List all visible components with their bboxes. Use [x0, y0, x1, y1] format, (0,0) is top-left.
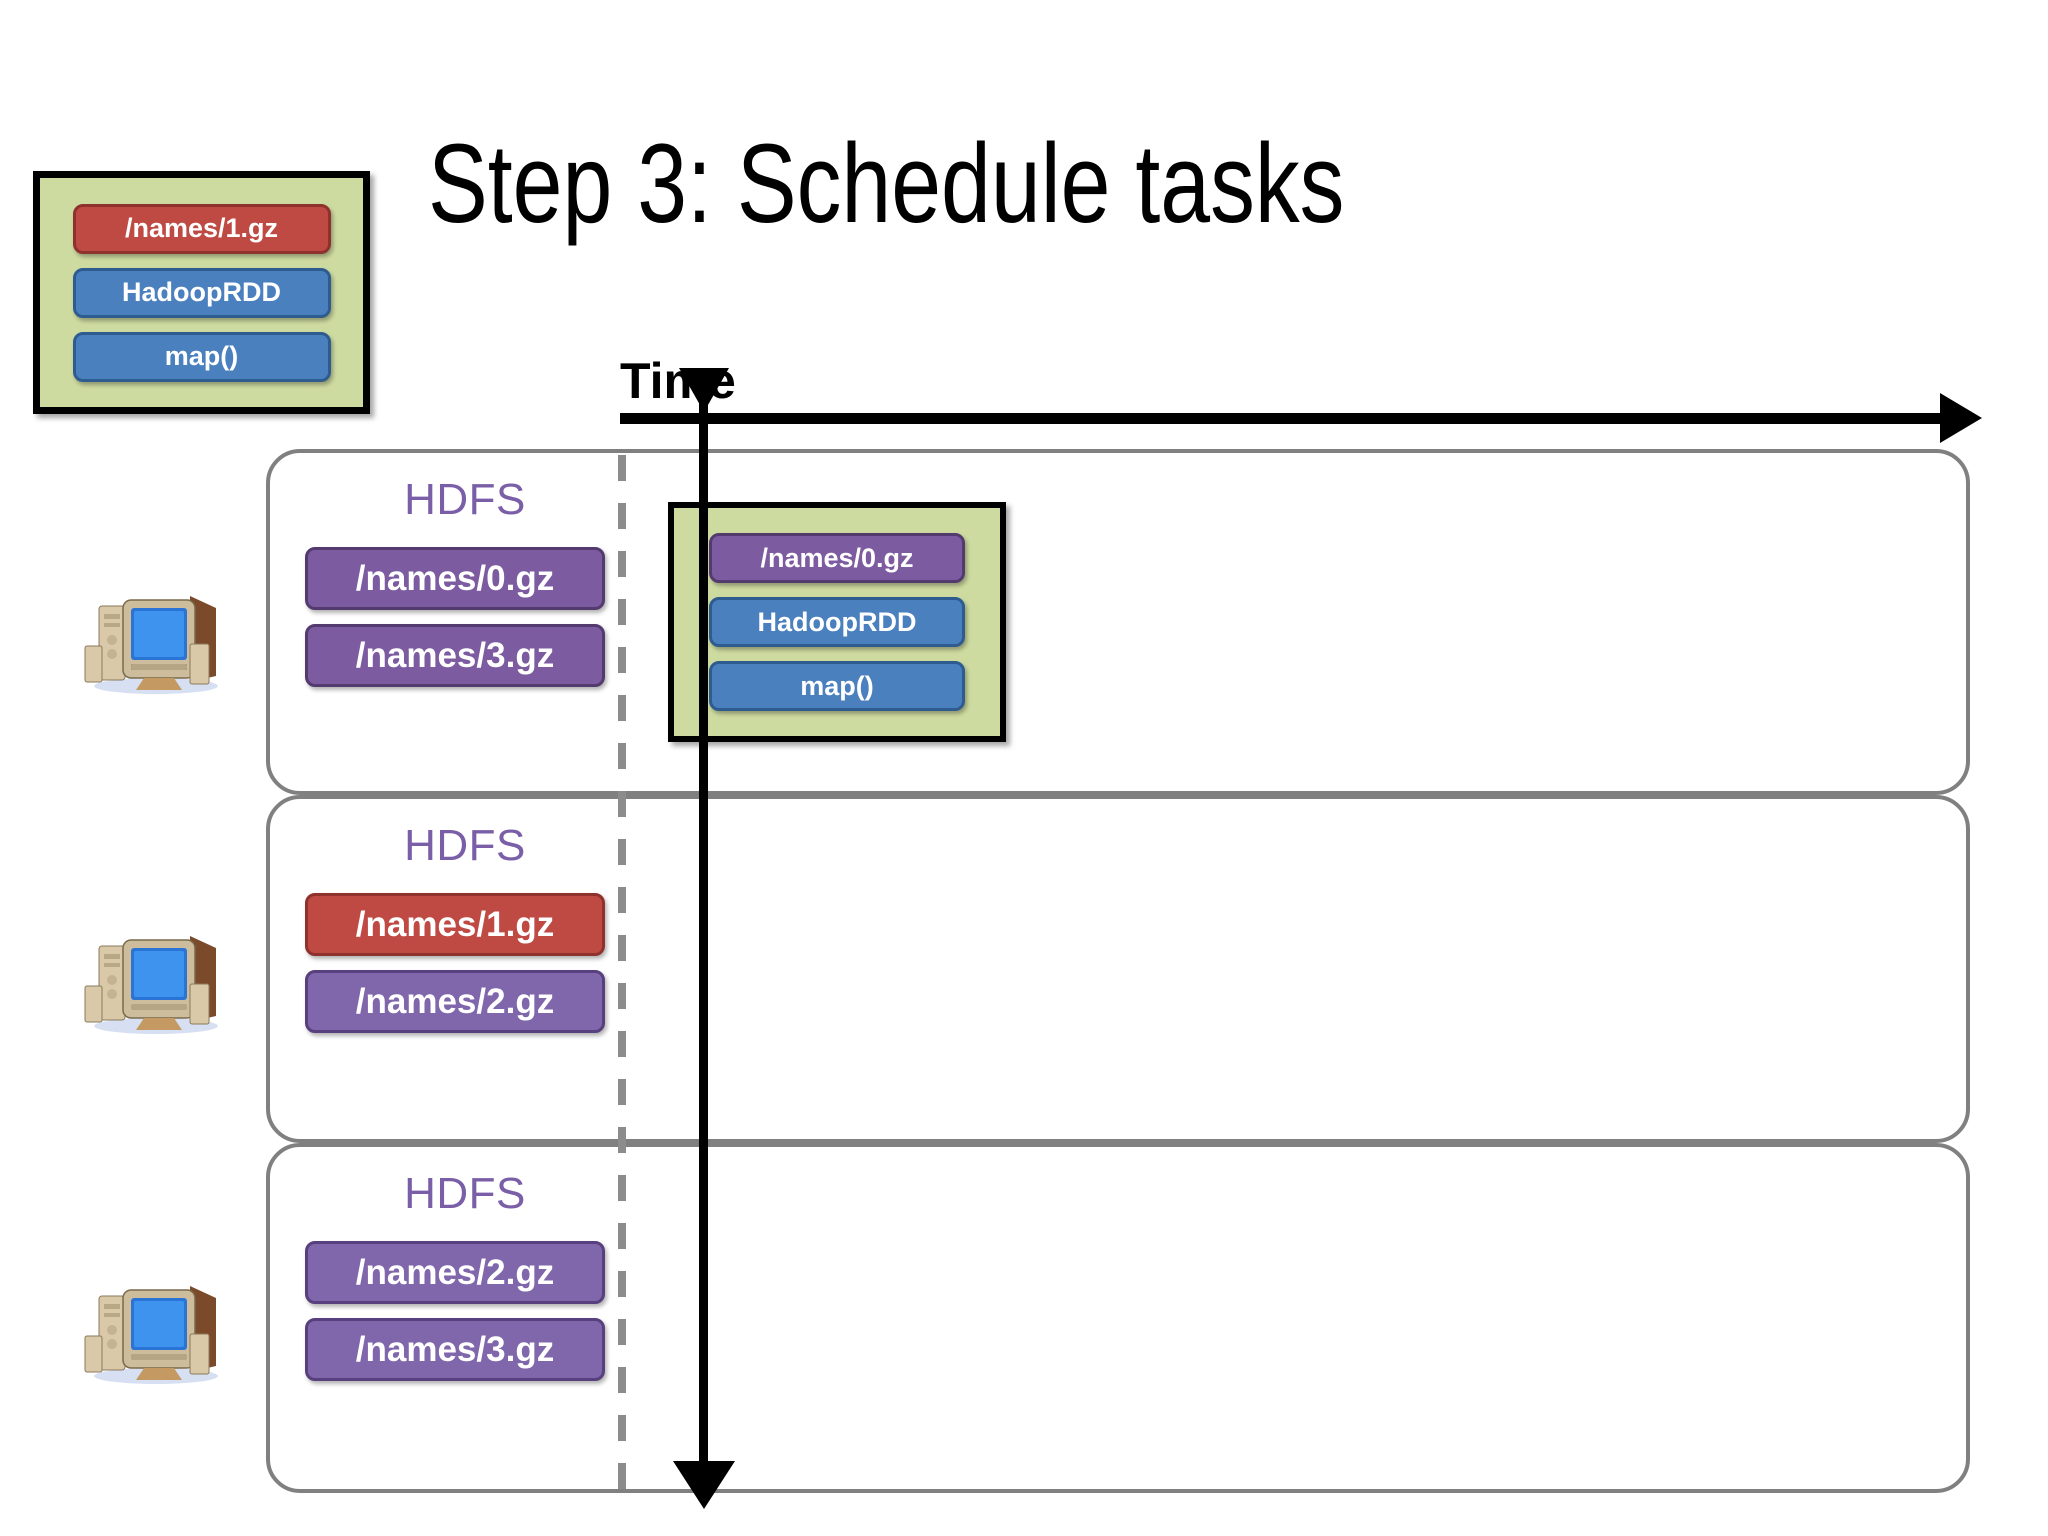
time-axis-line	[620, 413, 1956, 424]
stage-legend-box: /names/1.gz HadoopRDD map()	[33, 171, 370, 414]
stage-legend-pill-map: map()	[72, 331, 331, 382]
node-row-1: HDFS /names/0.gz /names/3.gz	[266, 449, 1970, 795]
hdfs-file-list: /names/2.gz /names/3.gz	[305, 1241, 615, 1395]
stage-legend-pill-hadooprdd: HadoopRDD	[72, 267, 331, 318]
scheduled-task-box: /names/0.gz HadoopRDD map()	[668, 502, 1006, 742]
scheduled-task-content: /names/0.gz HadoopRDD map()	[674, 508, 1000, 736]
hdfs-file-item: /names/2.gz	[305, 1241, 605, 1304]
now-marker-line	[699, 388, 708, 1464]
hdfs-file-list: /names/1.gz /names/2.gz	[305, 893, 615, 1047]
page-title: Step 3: Schedule tasks	[428, 121, 1345, 246]
timeline-dashed-divider	[618, 455, 626, 1495]
hdfs-file-item: /names/1.gz	[305, 893, 605, 956]
hdfs-label: HDFS	[404, 475, 526, 524]
hdfs-file-item: /names/3.gz	[305, 624, 605, 687]
hdfs-file-item: /names/0.gz	[305, 547, 605, 610]
hdfs-file-list: /names/0.gz /names/3.gz	[305, 547, 615, 701]
task-pill-file: /names/0.gz	[709, 533, 965, 583]
time-axis-arrowhead-icon	[1940, 393, 1982, 443]
task-pill-hadooprdd: HadoopRDD	[709, 597, 965, 647]
computer-icon	[84, 596, 218, 694]
hdfs-label: HDFS	[404, 1169, 526, 1218]
hdfs-label: HDFS	[404, 821, 526, 870]
now-marker-arrowhead-bottom-icon	[673, 1461, 735, 1509]
now-marker-arrowhead-top-icon	[679, 368, 729, 412]
stage-legend-content: /names/1.gz HadoopRDD map()	[40, 178, 363, 407]
hdfs-file-item: /names/2.gz	[305, 970, 605, 1033]
node-row-3: HDFS /names/2.gz /names/3.gz	[266, 1143, 1970, 1493]
task-pill-map: map()	[709, 661, 965, 711]
node-row-2: HDFS /names/1.gz /names/2.gz	[266, 795, 1970, 1143]
hdfs-file-item: /names/3.gz	[305, 1318, 605, 1381]
stage-legend-pill-file: /names/1.gz	[72, 203, 331, 254]
computer-icon	[84, 936, 218, 1034]
computer-icon	[84, 1286, 218, 1384]
